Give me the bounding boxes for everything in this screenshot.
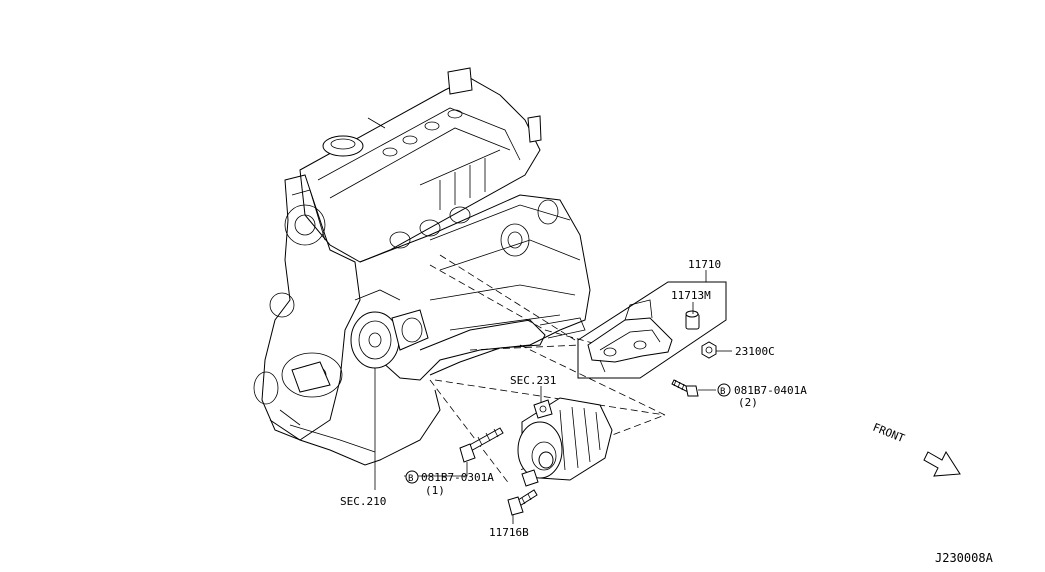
label-11713m: 11713M	[671, 289, 711, 302]
front-label: FRONT	[871, 421, 907, 446]
nut-23100c[interactable]	[701, 341, 717, 359]
label-11710: 11710	[688, 258, 721, 271]
label-081b7-0401a-qty: (2)	[738, 396, 758, 409]
bolt-081b7-0301a[interactable]	[459, 427, 504, 463]
bolt-081b7-0401a[interactable]	[671, 379, 699, 397]
b-marker-0301a	[405, 470, 419, 484]
leader-lines	[374, 270, 732, 524]
label-11716b: 11716B	[489, 526, 529, 539]
b-marker-0401a	[717, 383, 731, 397]
bushing-11713m[interactable]	[685, 310, 700, 330]
label-23100c: 23100C	[735, 345, 775, 358]
label-081b7-0301a: 081B7-0301A	[421, 471, 494, 484]
label-sec210: SEC.210	[340, 495, 386, 508]
label-081b7-0301a-qty: (1)	[425, 484, 445, 497]
label-sec231: SEC.231	[510, 374, 556, 387]
engine-illustration	[253, 67, 591, 466]
alternator[interactable]	[517, 397, 613, 487]
diagram-code: J230008A	[935, 551, 994, 565]
bracket-11710[interactable]	[577, 281, 727, 379]
b-marker-0401a-text: B	[720, 387, 725, 397]
b-marker-0301a-text: B	[408, 474, 413, 484]
part-labels: 11710 11713M 23100C B 081B7-0401A (2) SE…	[340, 258, 994, 565]
front-arrow-icon	[923, 450, 961, 477]
front-indicator: FRONT	[871, 421, 961, 477]
label-081b7-0401a: 081B7-0401A	[734, 384, 807, 397]
bolt-11716b[interactable]	[507, 489, 538, 516]
